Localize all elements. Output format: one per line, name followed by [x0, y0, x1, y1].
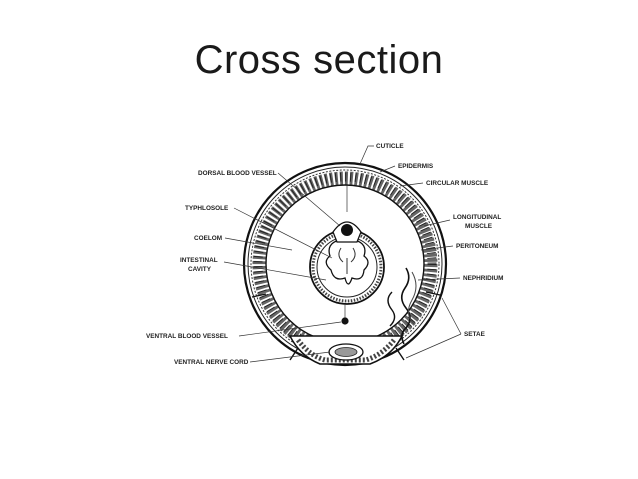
- label-coelom: COELOM: [194, 235, 222, 242]
- nephridium-right: [400, 267, 411, 345]
- label-cuticle: CUTICLE: [376, 143, 404, 150]
- seta-right-ventral: [395, 347, 405, 361]
- leader-coelom: [224, 237, 293, 251]
- ventral-blood-vessel: [341, 317, 349, 325]
- label-intestinal-cavity-line2: CAVITY: [188, 266, 212, 273]
- leader-dorsal-blood-vessel: [277, 172, 341, 227]
- label-longitudinal-muscle-line1: LONGITUDINAL: [453, 214, 501, 221]
- intestine: [309, 221, 385, 305]
- dorsal-blood-vessel: [341, 224, 353, 236]
- setae: [251, 291, 441, 361]
- leader-setae-2: [405, 333, 462, 359]
- leader-ventral-nerve-cord: [249, 351, 331, 363]
- longitudinal-muscle-texture: [253, 172, 437, 356]
- label-intestinal-cavity-line1: INTESTINAL: [180, 257, 218, 264]
- cuticle-layer: [242, 161, 448, 367]
- label-dorsal-blood-vessel: DORSAL BLOOD VESSEL: [198, 170, 277, 177]
- leader-intestinal-cavity: [223, 261, 327, 281]
- diagram-labels: CUTICLE EPIDERMIS CIRCULAR MUSCLE LONGIT…: [146, 143, 503, 366]
- label-ventral-nerve-cord: VENTRAL NERVE CORD: [174, 359, 249, 366]
- leader-epidermis: [379, 165, 396, 173]
- leader-cuticle: [359, 145, 374, 165]
- label-circular-muscle: CIRCULAR MUSCLE: [426, 180, 489, 187]
- label-peritoneum: PERITONEUM: [456, 243, 499, 250]
- seta-left-lateral: [251, 293, 267, 298]
- mesenteries: [344, 184, 348, 318]
- label-ventral-blood-vessel: VENTRAL BLOOD VESSEL: [146, 333, 228, 340]
- leader-circular-muscle: [399, 182, 424, 187]
- leader-setae-1: [441, 297, 462, 335]
- typhlosole-folds: [338, 247, 356, 274]
- leader-peritoneum: [420, 245, 454, 251]
- label-typhlosole: TYPHLOSOLE: [185, 205, 229, 212]
- leader-typhlosole: [233, 207, 333, 259]
- label-longitudinal-muscle-line2: MUSCLE: [465, 223, 493, 230]
- label-epidermis: EPIDERMIS: [398, 163, 434, 170]
- seta-left-ventral: [289, 347, 299, 361]
- label-setae: SETAE: [464, 331, 486, 338]
- seta-right-lateral: [425, 291, 441, 296]
- leader-nephridium: [417, 277, 461, 281]
- ventral-nerve-cord-core: [334, 347, 358, 357]
- nephridia: [387, 267, 417, 345]
- leader-ventral-blood-vessel: [238, 321, 342, 337]
- nephridium-right-inner: [408, 271, 417, 325]
- label-nephridium: NEPHRIDIUM: [463, 275, 503, 282]
- nephridium-left: [387, 291, 396, 327]
- leader-longitudinal-muscle: [423, 219, 451, 227]
- leader-lines: [223, 145, 462, 363]
- slide-title: Cross section: [194, 38, 444, 82]
